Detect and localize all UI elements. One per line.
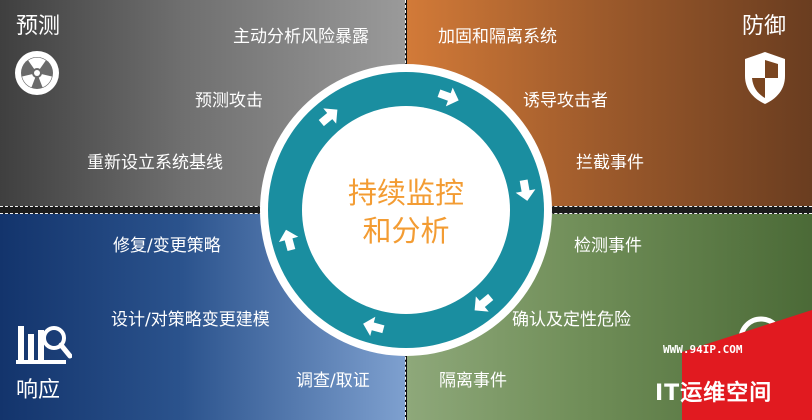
center-label: 持续监控 和分析	[316, 174, 496, 250]
watermark-brand: IT运维空间	[655, 381, 773, 406]
respond-item: 设计/对策略变更建模	[111, 310, 270, 330]
prevent-item: 诱导攻击者	[523, 91, 608, 111]
respond-item: 调查/取证	[296, 371, 370, 391]
respond-title: 响应	[16, 378, 61, 403]
prevent-title: 防御	[742, 14, 787, 39]
cycle-arrow-4	[278, 229, 299, 252]
predict-item: 预测攻击	[195, 91, 263, 111]
cycle-arrow-2	[474, 293, 494, 312]
center-line-2: 和分析	[362, 214, 450, 248]
watermark-banner	[682, 310, 812, 420]
prevent-item: 加固和隔离系统	[438, 27, 557, 47]
predict-item: 重新设立系统基线	[87, 153, 223, 173]
cycle-arrow-1	[515, 179, 536, 201]
monitoring-cycle-ring	[260, 64, 552, 356]
shield-icon	[745, 52, 785, 104]
predict-title: 预测	[16, 14, 61, 39]
detect-item: 确认及定性危险	[512, 310, 631, 330]
center-line-1: 持续监控	[347, 176, 464, 210]
detect-item: 隔离事件	[439, 371, 507, 391]
cycle-arrows	[278, 87, 536, 337]
respond-item: 修复/变更策略	[113, 236, 221, 256]
cycle-arrow-3	[363, 316, 385, 337]
analytics-icon	[16, 326, 72, 364]
predict-item: 主动分析风险暴露	[233, 27, 369, 47]
radiation-icon	[15, 51, 59, 95]
watermark-url: WWW.94IP.COM	[663, 343, 743, 356]
cycle-arrow-0	[437, 87, 459, 107]
prevent-item: 拦截事件	[576, 153, 644, 173]
detect-item: 检测事件	[574, 236, 642, 256]
cycle-arrow-5	[318, 108, 338, 127]
